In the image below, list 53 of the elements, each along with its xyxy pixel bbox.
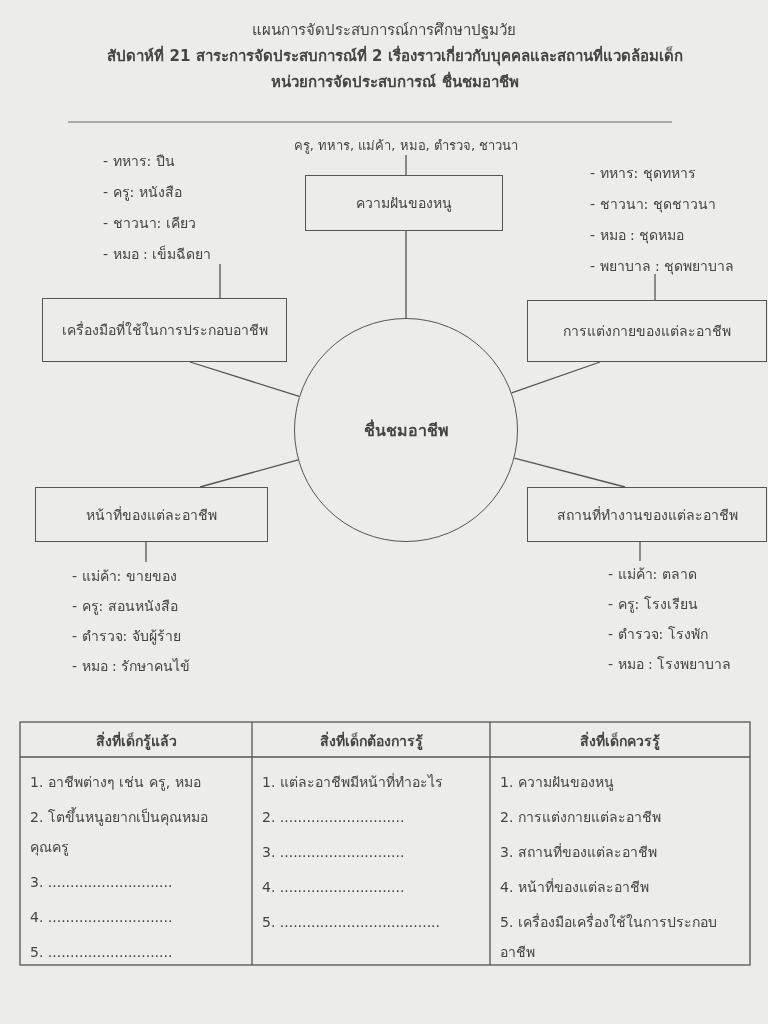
table-item: 2. โตขึ้นหนูอยากเป็นคุณหมอคุณครู [30, 806, 209, 858]
list-item: - หมอ : เข็มฉีดยา [103, 244, 212, 264]
list-item: - ทหาร: ปืน [103, 152, 175, 171]
topic-box: การแต่งกายของแต่ละอาชีพ [527, 300, 767, 362]
connector-line [654, 273, 656, 301]
table-item: 4. ............................ [262, 878, 406, 897]
connector-line [639, 541, 641, 562]
list-item: - ครู: โรงเรียน [608, 595, 698, 615]
table-item: 1. อาชีพต่างๆ เช่น ครู, หมอ [30, 773, 202, 793]
table-item: 3. สถานที่ของแต่ละอาชีพ [500, 842, 658, 862]
column-header: สิ่งที่เด็กต้องการรู้ [318, 730, 424, 752]
list-item: - ชาวนา: ชุดชาวนา [590, 195, 716, 215]
connector-line [189, 361, 300, 397]
table-item: 5. ............................ [30, 943, 174, 962]
table-item: 5. เครื่องมือเครื่องใช้ในการประกอบอาชีพ [500, 912, 718, 962]
list-item: - ครู: สอนหนังสือ [72, 597, 178, 617]
connector-line [219, 263, 221, 299]
table-item: 1. แต่ละอาชีพมีหน้าที่ทำอะไร [262, 772, 444, 792]
column-header: สิ่งที่เด็กควรรู้ [579, 730, 661, 752]
table-item: 2. ............................ [262, 808, 406, 827]
table-item: 3. ............................ [262, 843, 406, 862]
connector-line [513, 457, 626, 488]
connector-line [511, 361, 601, 394]
connector-line [199, 459, 299, 488]
list-item: - พยาบาล : ชุดพยาบาล [590, 257, 735, 277]
heading-text: สัปดาห์ที่ 21 สาระการจัดประสบการณ์ที่ 2 เรื่องราวเกี่ยวกับบุคคลและสถานที่แวดล้อมเด็ก [106, 44, 684, 68]
connector-line [405, 154, 407, 176]
heading-text: หน่วยการจัดประสบการณ์ ชื่นชมอาชีพ [270, 70, 520, 93]
connector-line [405, 230, 407, 319]
topic-box: ความฝันของหนู [305, 175, 503, 231]
list-item: - หมอ : รักษาคนไข้ [72, 657, 191, 676]
title-text: แผนการจัดประสบการณ์การศึกษาปฐมวัย [251, 20, 517, 41]
topic-box: หน้าที่ของแต่ละอาชีพ [35, 487, 268, 542]
table-item: 4. ............................ [30, 908, 174, 927]
list-item: - ตำรวจ: โรงพัก [608, 625, 708, 644]
list-item: - ครู: หนังสือ [103, 183, 182, 203]
list-item: - หมอ : โรงพยาบาล [608, 655, 732, 674]
column-header: สิ่งที่เด็กรู้แล้ว [94, 730, 178, 752]
list-item: - ตำรวจ: จับผู้ร้าย [72, 627, 181, 647]
list-item: - แม่ค้า: ขายของ [72, 567, 177, 586]
occupation-text: ครู, ทหาร, แม่ค้า, หมอ, ตำรวจ, ชาวนา [206, 135, 606, 156]
connector-line [145, 541, 147, 563]
table-item: 1. ความฝันของหนู [500, 773, 615, 793]
table-item: 3. ............................ [30, 873, 174, 892]
table-item: 4. หน้าที่ของแต่ละอาชีพ [500, 877, 650, 897]
topic-box: สถานที่ทำงานของแต่ละอาชีพ [527, 487, 767, 542]
list-item: - แม่ค้า: ตลาด [608, 565, 697, 584]
topic-box: เครื่องมือที่ใช้ในการประกอบอาชีพ [42, 298, 287, 362]
list-item: - หมอ : ชุดหมอ [590, 226, 685, 246]
table-item: 2. การแต่งกายแต่ละอาชีพ [500, 808, 662, 827]
table-item: 5. .................................... [262, 913, 441, 932]
list-item: - ทหาร: ชุดทหาร [590, 164, 696, 184]
list-item: - ชาวนา: เคียว [103, 214, 196, 233]
